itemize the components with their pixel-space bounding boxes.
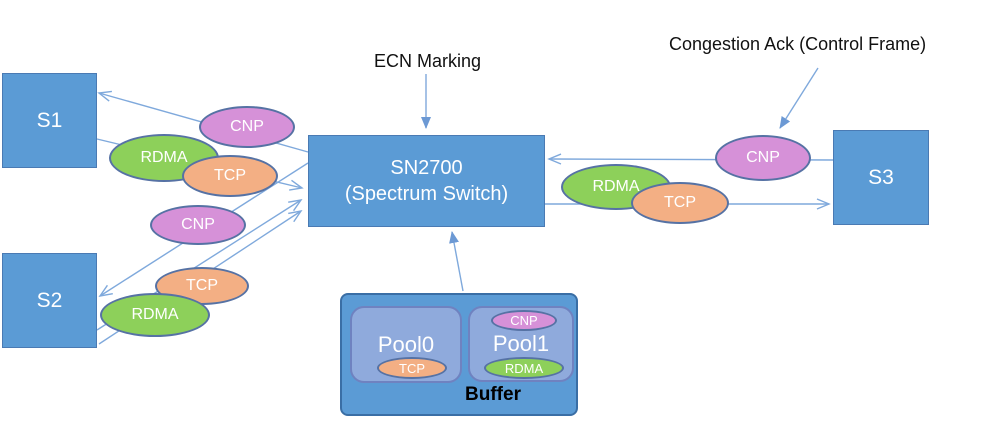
ellipse-label: CNP xyxy=(510,313,538,328)
pool0-box: Pool0 TCP xyxy=(350,306,462,383)
ellipse-s1-tcp: TCP xyxy=(182,155,278,197)
ellipse-label: RDMA xyxy=(131,306,179,323)
ellipse-label: TCP xyxy=(664,194,696,211)
ellipse-pool1-cnp: CNP xyxy=(491,310,557,331)
ellipse-label: CNP xyxy=(230,118,264,135)
ellipse-label: CNP xyxy=(181,216,215,233)
buffer-box: Pool0 TCP CNP Pool1 RDMA Buffer xyxy=(340,293,578,416)
ellipse-s2-rdma: RDMA xyxy=(100,293,210,337)
node-s1-label: S1 xyxy=(36,108,63,132)
ellipse-s1-cnp: CNP xyxy=(199,106,295,148)
ellipse-label: TCP xyxy=(399,360,425,376)
ellipse-pool1-rdma: RDMA xyxy=(484,357,564,379)
node-s2: S2 xyxy=(2,253,97,348)
ellipse-pool0-tcp: TCP xyxy=(377,357,447,379)
ellipse-label: RDMA xyxy=(140,149,188,166)
ellipse-label: CNP xyxy=(746,149,780,166)
congestion-ack-label: Congestion Ack (Control Frame) xyxy=(669,34,927,54)
pool1-label: Pool1 xyxy=(492,331,550,356)
node-s3: S3 xyxy=(833,130,929,225)
arrow-congestion-ack-callout xyxy=(779,67,819,129)
ellipse-s2-cnp: CNP xyxy=(150,205,246,245)
ellipse-s3-cnp: CNP xyxy=(715,135,811,181)
ellipse-label: RDMA xyxy=(592,178,640,195)
ellipse-label: RDMA xyxy=(504,360,544,376)
ellipse-label: TCP xyxy=(186,277,218,294)
node-s3-label: S3 xyxy=(868,165,894,189)
node-spectrum-switch: SN2700 (Spectrum Switch) xyxy=(308,135,545,227)
arrow-buffer-callout xyxy=(449,231,464,292)
switch-model-label: SN2700 xyxy=(390,157,463,179)
ellipse-label: TCP xyxy=(214,167,246,184)
buffer-title: Buffer xyxy=(465,384,521,405)
pool0-label: Pool0 xyxy=(377,332,435,357)
pool1-box: CNP Pool1 RDMA xyxy=(468,306,574,382)
ellipse-s3-tcp: TCP xyxy=(631,182,729,224)
node-s2-label: S2 xyxy=(36,288,63,312)
switch-type-label: (Spectrum Switch) xyxy=(344,183,509,205)
ecn-marking-label: ECN Marking xyxy=(374,51,482,71)
node-s1: S1 xyxy=(2,73,97,168)
